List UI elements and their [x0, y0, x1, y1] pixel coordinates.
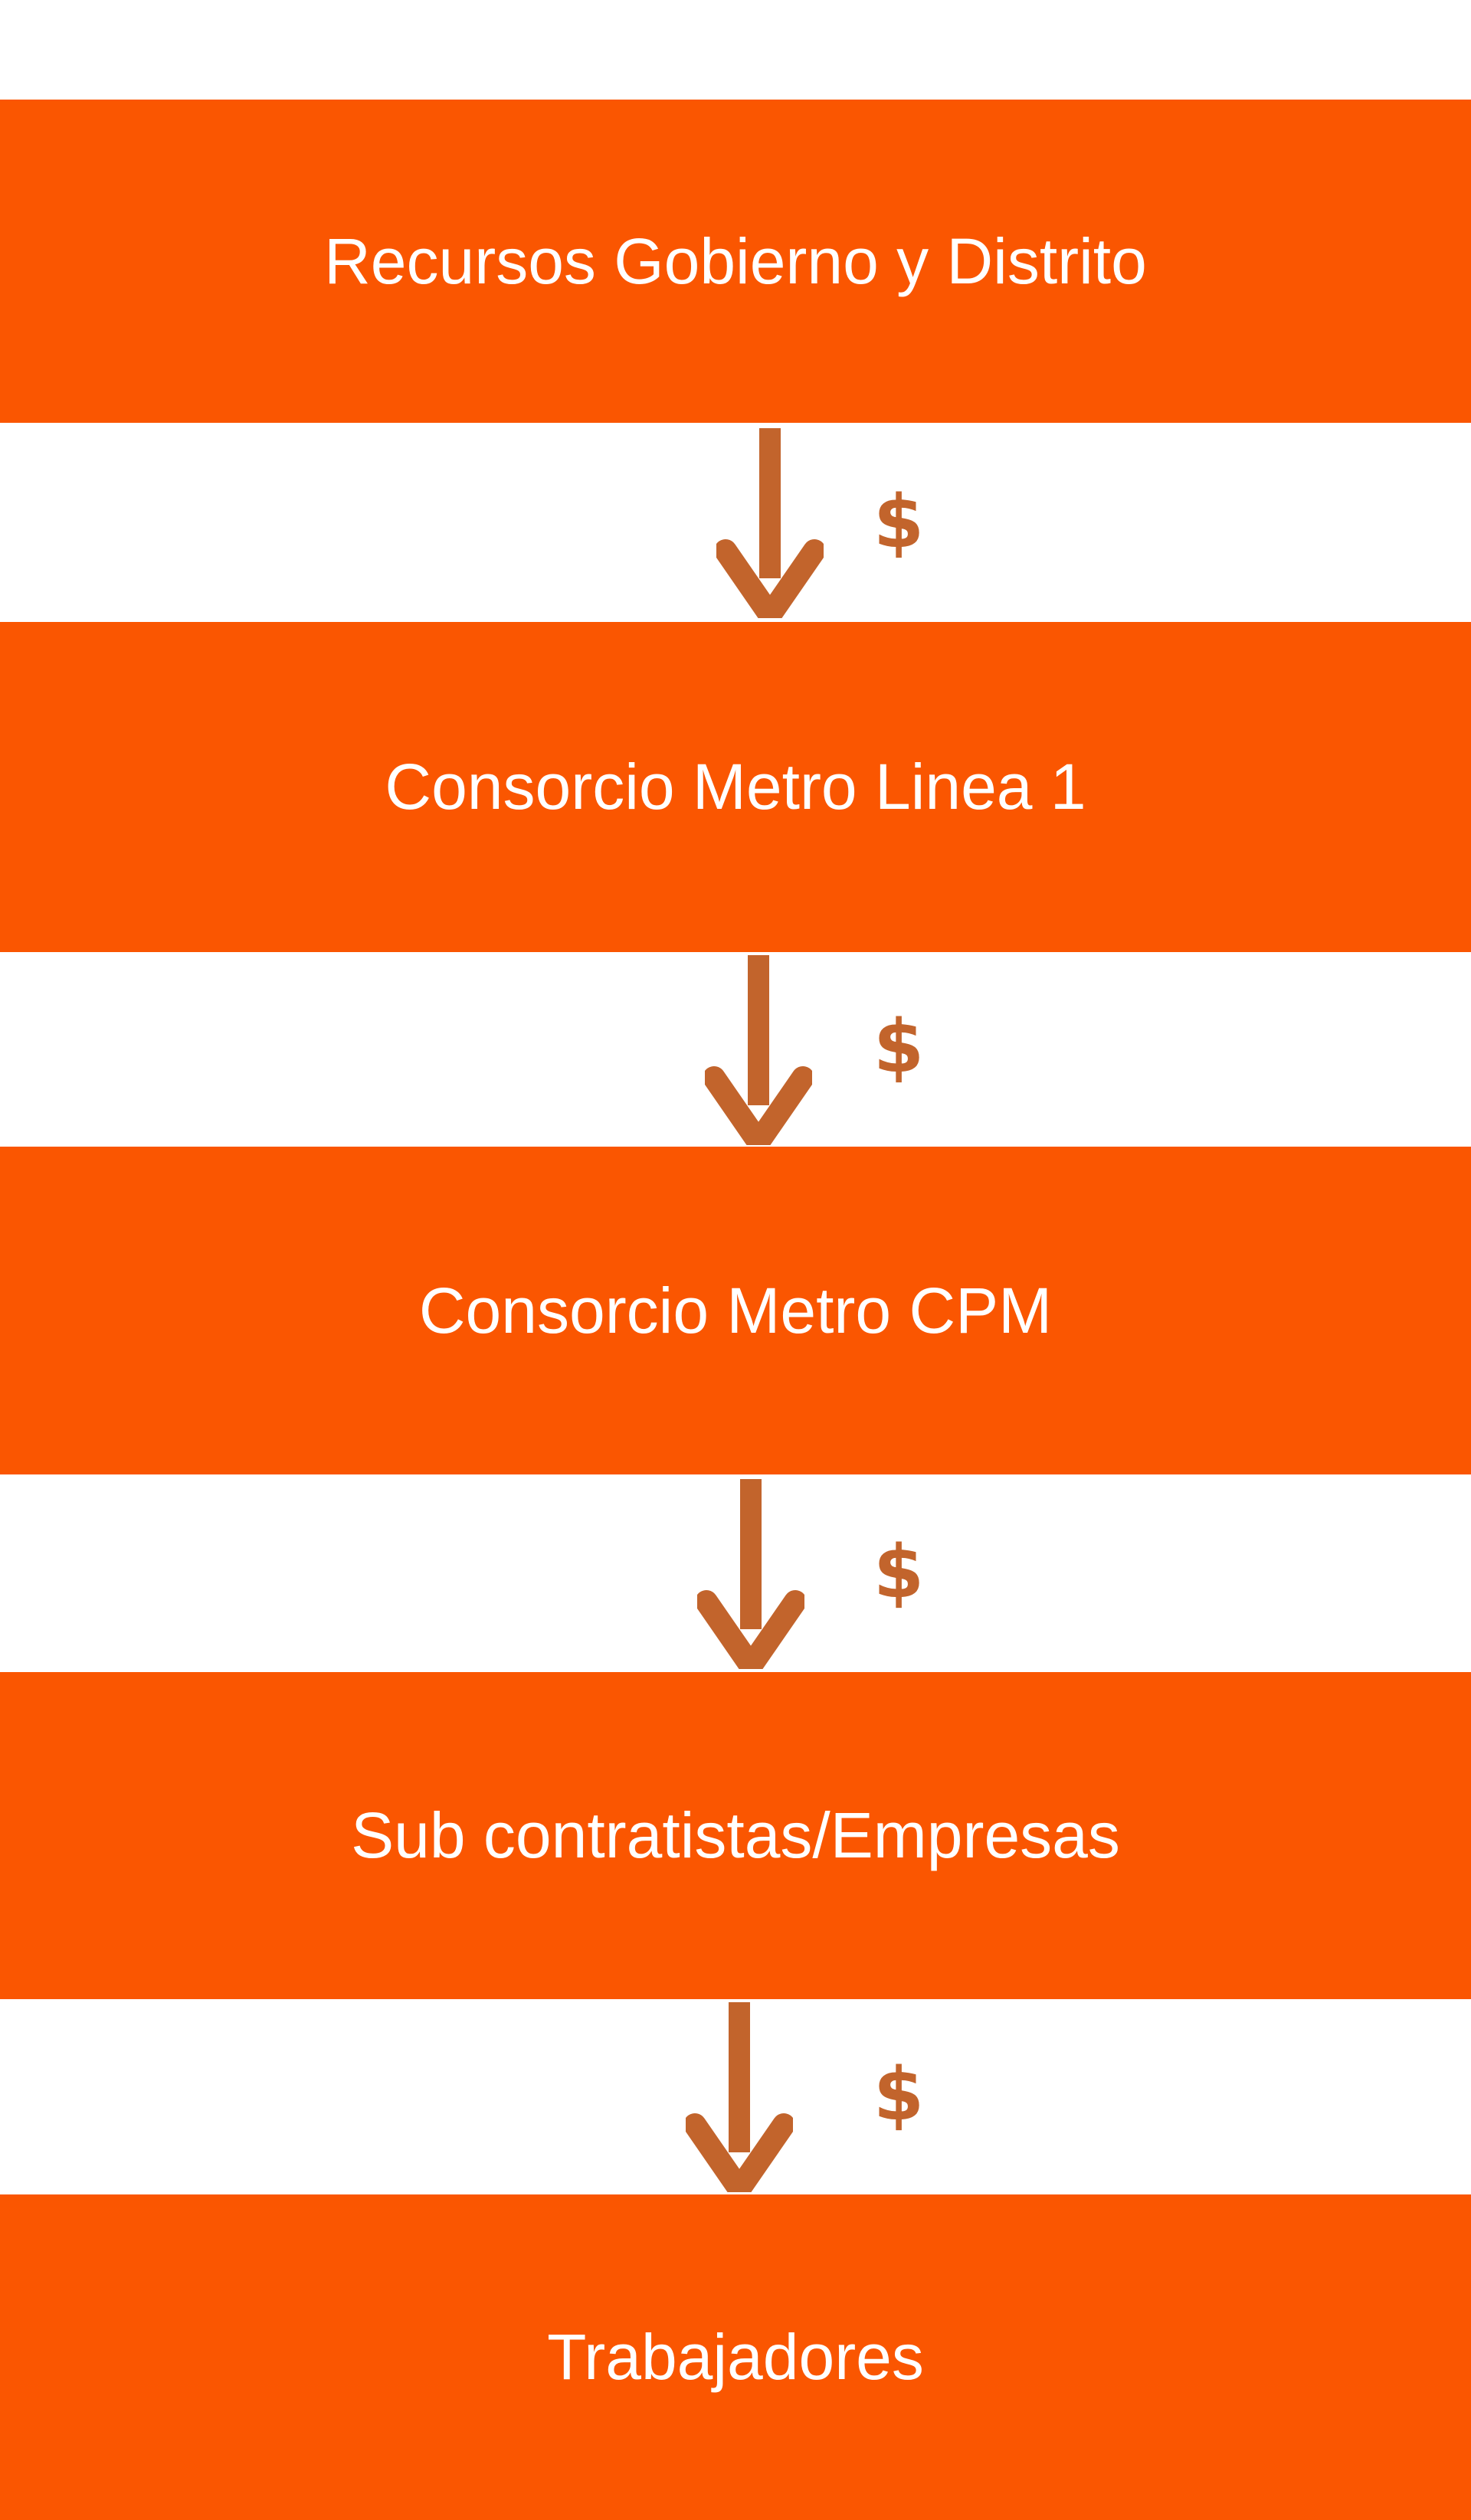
flow-connector: $: [0, 2001, 1471, 2192]
flow-node-label: Consorcio Metro Linea 1: [385, 751, 1086, 823]
down-arrow-icon: [686, 2002, 793, 2192]
dollar-sign-label: $: [873, 1005, 925, 1089]
flow-node-label: Trabajadores: [547, 2321, 924, 2393]
down-arrow-icon: [705, 955, 812, 1145]
flow-connector: $: [0, 427, 1471, 618]
down-arrow-icon: [716, 428, 824, 618]
dollar-sign-label: $: [873, 2053, 925, 2137]
flow-node-sub-contratistas-empresas: Sub contratistas/Empresas: [0, 1672, 1471, 1999]
flow-node-recursos-gobierno-distrito: Recursos Gobierno y Distrito: [0, 100, 1471, 423]
flow-node-consorcio-metro-linea-1: Consorcio Metro Linea 1: [0, 622, 1471, 952]
flow-connector: $: [0, 954, 1471, 1145]
down-arrow-icon: [697, 1479, 804, 1669]
flow-node-trabajadores: Trabajadores: [0, 2194, 1471, 2520]
flow-node-label: Consorcio Metro CPM: [418, 1274, 1053, 1347]
flow-node-label: Sub contratistas/Empresas: [351, 1799, 1120, 1871]
dollar-sign-label: $: [873, 480, 925, 565]
flow-connector: $: [0, 1478, 1471, 1669]
flow-node-consorcio-metro-cpm: Consorcio Metro CPM: [0, 1147, 1471, 1474]
flow-node-label: Recursos Gobierno y Distrito: [324, 224, 1147, 297]
dollar-sign-label: $: [873, 1530, 925, 1615]
